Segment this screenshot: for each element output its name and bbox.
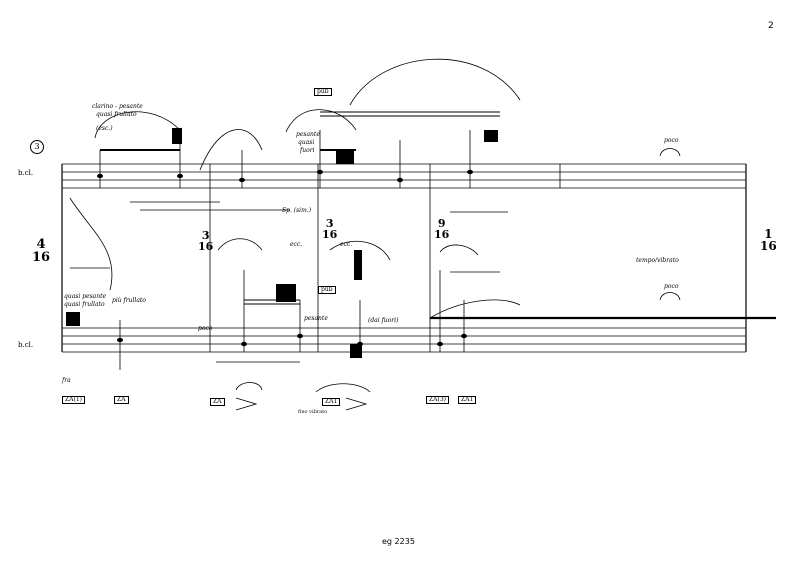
system-number: 3 [30, 140, 44, 154]
annotation-quasi-upper: quasi [298, 139, 315, 146]
annotation-piu-frullato: più frullato [112, 297, 146, 304]
time-signature-closing: 1 16 [760, 227, 777, 253]
instrument-label-upper: b.cl. [18, 169, 34, 177]
dynamic-poco-lower: poco [664, 283, 679, 290]
annotation-poco-lower: poco [198, 325, 213, 332]
time-signature-2: 3 16 [198, 229, 214, 253]
page-number: 2 [768, 21, 774, 31]
annotation-tremolo-vibrato: tempo/vibrato [636, 257, 679, 264]
boxed-label-za4: ZA(3) [426, 396, 450, 404]
boxed-label-za5: ZA1 [458, 396, 477, 404]
annotation-quasi-frullato-lower: quasi frullato [64, 301, 105, 308]
catalog-number: eg 2235 [382, 537, 415, 546]
boxed-label-pub-upper: pub [314, 88, 332, 96]
annotation-clarino: clarino - pesante [92, 103, 143, 110]
dynamic-poco-upper: poco [664, 137, 679, 144]
annotation-dai-fuori: (dai fuori) [368, 317, 399, 324]
annotation-pesante-upper: pesante [296, 131, 320, 138]
annotation-ecc: ecc. [290, 241, 303, 248]
annotation-pesante-lower: pesante [304, 315, 328, 322]
annotation-quasi-pesante-lower: quasi pesante [64, 293, 107, 300]
boxed-label-pub-lower: pub [318, 286, 336, 294]
time-signature-4: 9 16 [434, 217, 450, 241]
time-signature-3: 3 16 [322, 217, 338, 241]
boxed-label-za1b: ZA [114, 396, 129, 404]
boxed-label-za3: ZA1 [322, 398, 341, 406]
annotation-fra: fra [62, 377, 71, 384]
boxed-label-za2: ZA [210, 398, 225, 406]
annotation-ecc2: ecc. [340, 241, 353, 248]
time-signature-opening: 4 16 [32, 237, 51, 265]
annotation-fuori: fuori [300, 147, 315, 154]
annotation-quasi-tremolo: quasi frullato [96, 111, 137, 118]
annotation-no-vibrato: fino vibrato [298, 409, 328, 415]
annotation-esc: (esc.) [96, 125, 113, 132]
instrument-label-lower: b.cl. [18, 341, 34, 349]
boxed-label-za1: ZA(1) [62, 396, 86, 404]
annotation-soffio: Sp. (sim.) [282, 207, 312, 214]
